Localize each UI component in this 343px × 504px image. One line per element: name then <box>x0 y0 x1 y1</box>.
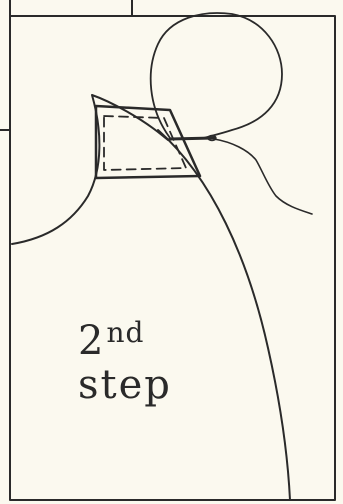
step-ordinal-suffix: nd <box>106 316 144 349</box>
thread-loop <box>151 13 282 138</box>
stitch-line <box>104 116 186 170</box>
step-number-digit: 2 <box>78 318 104 364</box>
thread-tail <box>214 139 312 214</box>
step-word: step <box>78 362 172 408</box>
frame-border <box>10 16 335 500</box>
step-number: 2nd <box>78 318 144 364</box>
fabric-body-edge <box>158 130 290 500</box>
